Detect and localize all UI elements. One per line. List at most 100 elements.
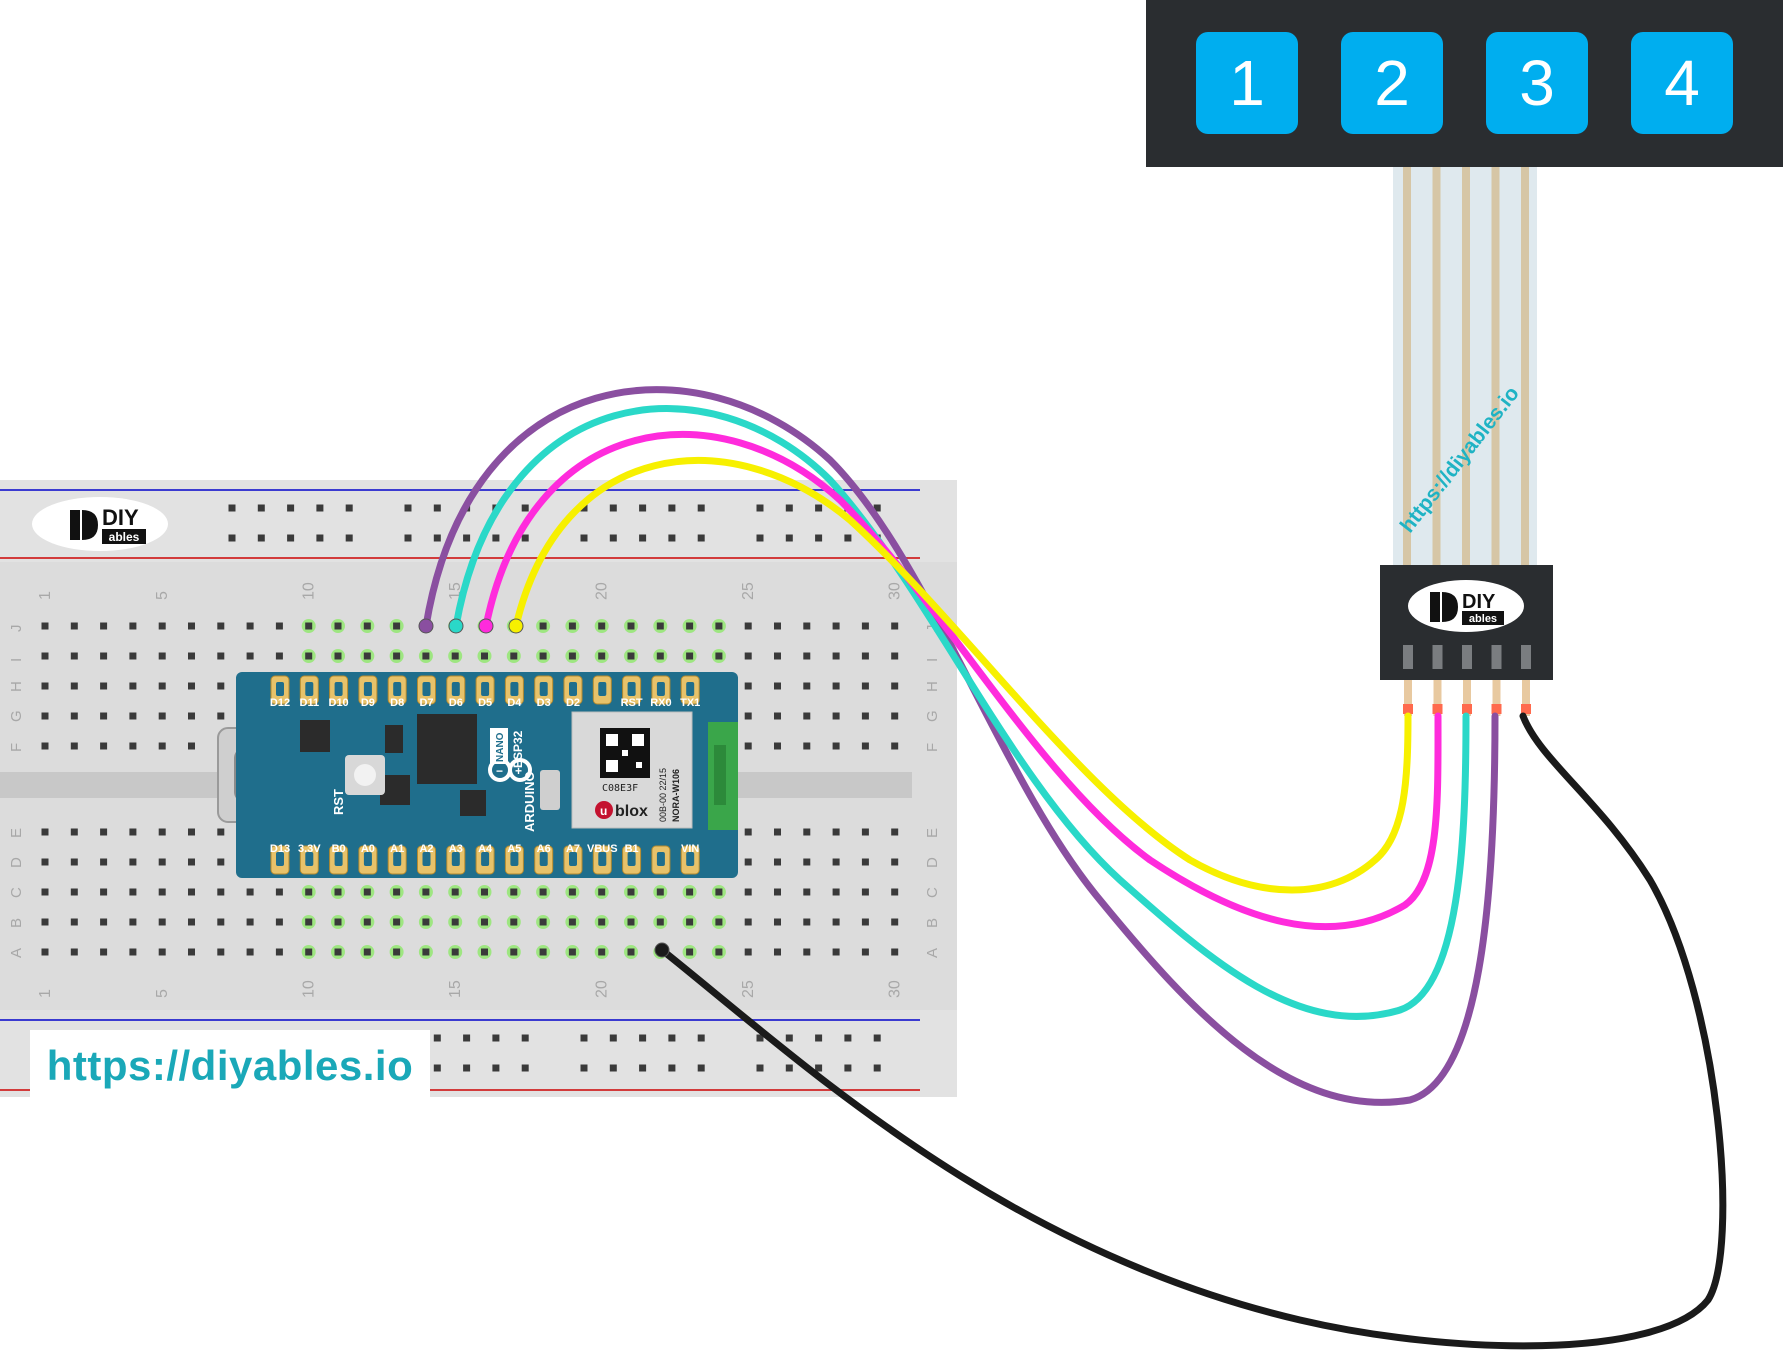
rail-hole <box>639 534 647 542</box>
rail-hole <box>433 534 441 542</box>
rail-hole <box>785 534 793 542</box>
breadboard-hole <box>70 652 78 660</box>
model-esp32-text: ESP32 <box>511 730 525 768</box>
breadboard-hole <box>891 652 899 660</box>
key-4[interactable] <box>1631 32 1733 134</box>
model-nano-text: NANO <box>495 732 506 762</box>
breadboard-hole <box>188 742 195 750</box>
breadboard-hole <box>41 948 49 956</box>
breadboard-hole <box>861 888 869 896</box>
breadboard-hole <box>744 918 752 926</box>
breadboard-hole <box>188 858 195 866</box>
rail-hole <box>697 1064 705 1072</box>
breadboard-hole <box>744 652 752 660</box>
board-pads <box>270 675 700 875</box>
breadboard-hole <box>158 622 166 630</box>
column-number-bottom: 20 <box>594 980 611 998</box>
breadboard-hole <box>158 682 166 690</box>
breadboard-hole <box>363 622 371 630</box>
breadboard-hole <box>715 888 723 896</box>
rail-hole <box>697 504 705 512</box>
breadboard-hole <box>832 622 840 630</box>
rail-hole <box>844 1064 852 1072</box>
breadboard-hole <box>158 742 166 750</box>
breadboard-hole <box>70 622 78 630</box>
rail-hole <box>873 504 881 512</box>
breadboard-hole <box>481 888 488 896</box>
breadboard-hole <box>305 888 313 896</box>
breadboard-hole <box>451 918 459 926</box>
rail-hole <box>609 1034 617 1042</box>
breadboard-hole <box>100 858 108 866</box>
breadboard-hole <box>334 652 342 660</box>
breadboard-hole <box>246 948 254 956</box>
breadboard-hole <box>861 712 869 720</box>
breadboard-hole <box>656 622 664 630</box>
breadboard-hole <box>275 918 283 926</box>
rail-hole <box>580 534 588 542</box>
breadboard-hole <box>188 712 195 720</box>
breadboard-hole <box>129 858 137 866</box>
breadboard-hole <box>129 682 137 690</box>
breadboard-hole <box>70 858 78 866</box>
rail-hole <box>228 504 236 512</box>
breadboard-hole <box>334 918 342 926</box>
row-letter: I <box>8 658 25 662</box>
breadboard-hole <box>275 948 283 956</box>
rail-hole <box>609 1064 617 1072</box>
breadboard-hole <box>363 948 371 956</box>
rail-hole <box>463 1064 471 1072</box>
rail-hole <box>316 534 324 542</box>
ribbon-trace <box>1432 167 1441 565</box>
rail-hole <box>639 1034 647 1042</box>
breadboard-hole <box>803 858 811 866</box>
rail-hole <box>815 1064 823 1072</box>
breadboard-hole <box>41 742 49 750</box>
pin-label-top: D5 <box>478 697 492 709</box>
rail-hole <box>697 534 705 542</box>
breadboard-hole <box>334 888 342 896</box>
breadboard-hole <box>188 888 195 896</box>
breadboard-hole <box>891 742 899 750</box>
breadboard-hole <box>217 712 225 720</box>
breadboard-hole <box>70 682 78 690</box>
breadboard-hole <box>451 888 459 896</box>
breadboard-hole <box>686 652 694 660</box>
rail-hole <box>785 1064 793 1072</box>
row-letter: E <box>8 828 25 838</box>
rail-hole <box>668 1064 676 1072</box>
breadboard-hole <box>715 622 723 630</box>
row-letter: F <box>924 743 941 752</box>
rail-hole <box>697 1034 705 1042</box>
watermark-banner: https://diyables.io <box>30 1030 430 1102</box>
breadboard-hole <box>188 948 195 956</box>
breadboard-hole <box>803 828 811 836</box>
rail-hole <box>873 1064 881 1072</box>
breadboard-hole <box>422 948 430 956</box>
breadboard-hole <box>891 918 899 926</box>
breadboard-hole <box>100 652 108 660</box>
key-1[interactable] <box>1196 32 1298 134</box>
wire-cyan <box>452 405 1470 1020</box>
rail-hole <box>345 534 353 542</box>
wire-end-yellow <box>508 618 524 634</box>
row-letter: A <box>8 948 25 958</box>
rail-hole <box>756 1064 764 1072</box>
breadboard-hole <box>393 888 401 896</box>
rail-hole <box>316 504 324 512</box>
connector-slot <box>1491 645 1502 669</box>
breadboard-hole <box>891 858 899 866</box>
rail-hole <box>580 1064 588 1072</box>
watermark-url: https://diyables.io <box>46 1042 414 1089</box>
key-3[interactable] <box>1486 32 1588 134</box>
breadboard-hole <box>803 682 811 690</box>
breadboard-hole <box>100 948 108 956</box>
ribbon-trace <box>1403 167 1411 565</box>
pin-label-top: D10 <box>329 697 349 709</box>
key-2[interactable] <box>1341 32 1443 134</box>
module-line2-text: NORA-W106 <box>671 769 681 822</box>
module-line1-text: 00B-00 22/15 <box>658 768 668 822</box>
